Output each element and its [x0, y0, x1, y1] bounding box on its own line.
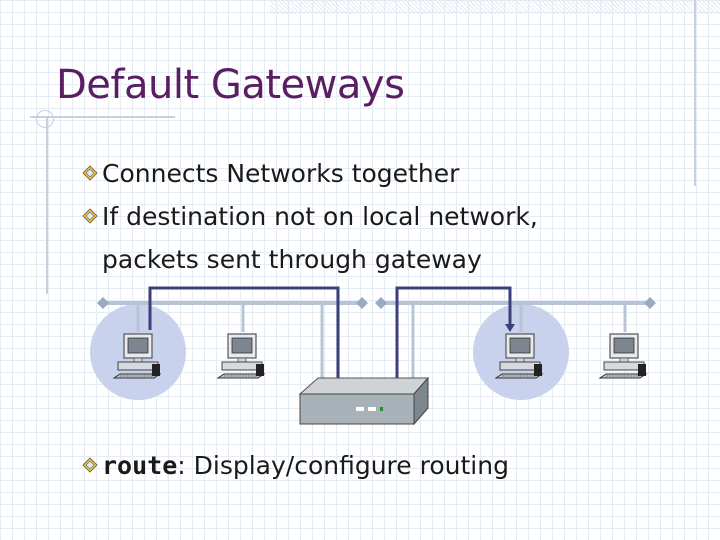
decorative-line	[30, 116, 175, 118]
bullet-diamond-icon	[82, 208, 98, 224]
bullet-text: : Display/configure routing	[177, 451, 509, 480]
bullet-text: If destination not on local network,	[102, 202, 538, 231]
bullet-text: Connects Networks together	[102, 159, 460, 188]
decorative-line	[46, 118, 48, 294]
decorative-line	[694, 0, 696, 186]
path-arrowhead	[505, 324, 515, 332]
bullet-text-continued: packets sent through gateway	[102, 245, 482, 274]
right-network-endpoints	[375, 297, 656, 309]
computer-icon	[217, 333, 265, 379]
computer-icon	[599, 333, 647, 379]
bullet-item: Connects Networks together	[82, 152, 662, 195]
left-network-endpoints	[97, 297, 368, 309]
bullet-item: If destination not on local network, pac…	[82, 195, 662, 281]
slide-title: Default Gateways	[56, 62, 405, 108]
decorative-band	[270, 0, 720, 14]
bullet-diamond-icon	[82, 457, 98, 473]
router-icon	[298, 376, 430, 426]
decorative-ring	[36, 110, 54, 128]
command-name: route	[102, 451, 178, 480]
bullet-item: route: Display/configure routing	[82, 444, 662, 487]
bullet-diamond-icon	[82, 165, 98, 181]
